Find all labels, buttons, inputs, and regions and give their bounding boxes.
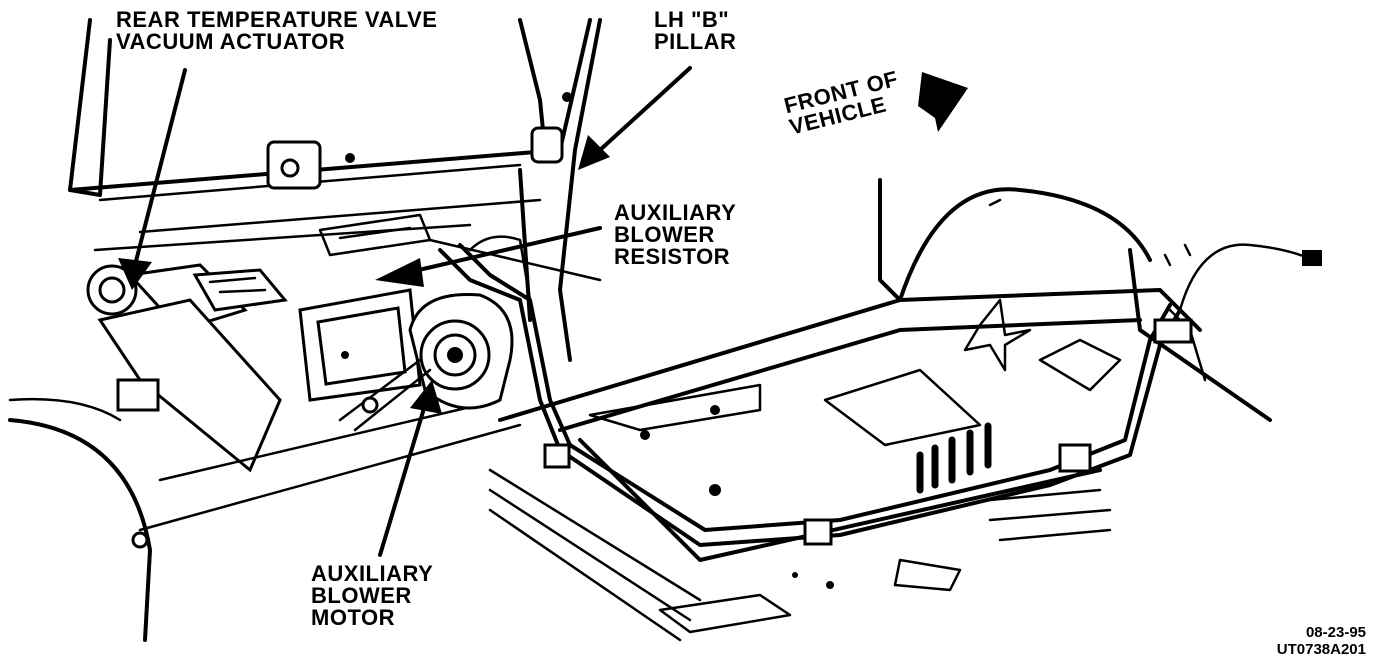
lh-b-pillar-label: LH "B" PILLAR <box>654 7 737 54</box>
drawing-date: 08-23-95 <box>1305 624 1366 641</box>
auxiliary-blower-motor-label: AUXILIARY BLOWER MOTOR <box>311 561 434 630</box>
door-panel <box>68 18 592 252</box>
front-direction-arrow-icon <box>918 72 968 132</box>
wheel-well <box>8 397 152 642</box>
rear-temperature-valve-actuator-label: REAR TEMPERATURE VALVE VACUUM ACTUATOR <box>116 7 438 54</box>
vacuum-actuator-assembly <box>86 263 522 549</box>
auxiliary-blower-resistor-label: AUXILIARY BLOWER RESISTOR <box>614 200 737 269</box>
drawing-code: UT0738A201 <box>1276 641 1366 658</box>
ductwork <box>298 213 432 402</box>
callout-arrows <box>118 66 692 557</box>
auxiliary-blower-motor <box>338 292 514 432</box>
vacuum-hose-bundle <box>428 235 1322 547</box>
drawing-stamp: 08-23-95 UT0738A201 <box>1277 624 1366 658</box>
floor-ribs <box>488 422 1112 642</box>
